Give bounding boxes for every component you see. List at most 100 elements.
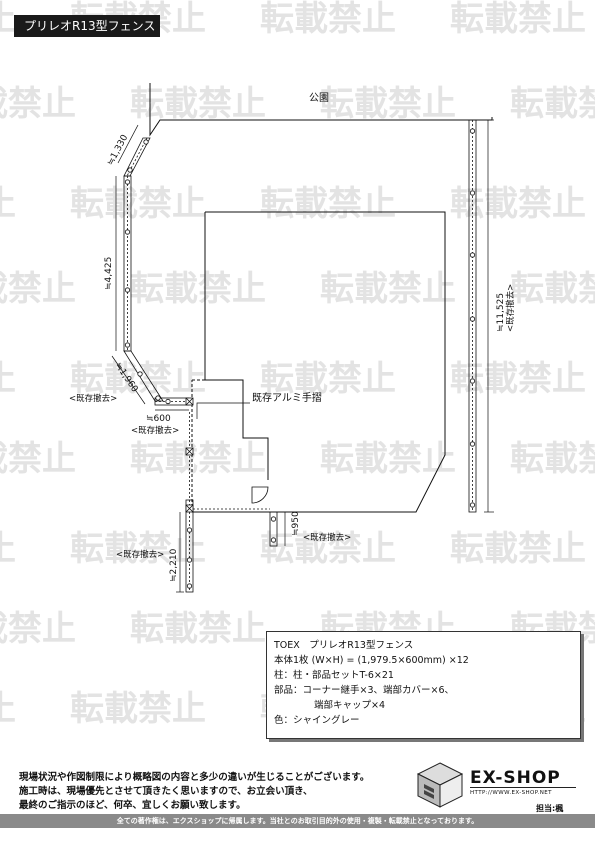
logo-url: HTTP://WWW.EX-SHOP.NET <box>470 790 552 796</box>
watermark-text: 転載禁止 <box>450 0 586 39</box>
existing-post-x <box>185 447 194 456</box>
dim-950-label: ≒950 <box>291 511 301 536</box>
site-notes: 現場状況や作図制限により概略図の内容と多少の違いが生じることがございます。 施工… <box>19 771 369 813</box>
post-marker <box>469 502 476 508</box>
watermark-text: 転載禁止 <box>260 0 396 39</box>
post-marker <box>127 167 133 173</box>
post-marker <box>270 516 277 522</box>
removal-label: <既存撤去> <box>116 549 164 560</box>
post-marker <box>186 527 193 533</box>
watermark-text: 転載禁止 <box>0 359 16 399</box>
post-marker <box>186 583 193 589</box>
park-label: 公園 <box>309 92 329 104</box>
fence-run-950 <box>269 511 278 547</box>
watermark-text: 転載禁止 <box>0 269 76 309</box>
post-marker <box>124 179 131 185</box>
post-marker <box>124 229 131 235</box>
lot-outline <box>149 83 493 513</box>
dimension-lines <box>111 119 494 593</box>
post-marker <box>143 139 149 145</box>
fence-run-1330-center <box>126 137 148 177</box>
watermark-text: 転載禁止 <box>450 184 586 224</box>
post-marker <box>469 441 476 447</box>
spec-posts: 柱：柱・部品セットT-6×21 <box>274 670 394 681</box>
plan-labels: 公園 既存アルミ手摺 ≒1,330 ≒4,425 ≒1,960 ≒600 ≒11… <box>69 92 516 582</box>
house-outline <box>192 211 446 513</box>
watermark-text: 転載禁止 <box>510 439 595 479</box>
handrail-leader <box>196 402 250 419</box>
post-marker <box>469 252 476 258</box>
spec-color: 色：シャイングレー <box>274 715 360 726</box>
spec-product: TOEX プリレオR13型フェンス <box>274 640 414 651</box>
watermark-text: 転載禁止 <box>0 439 76 479</box>
staff-label: 担当:楓 <box>536 804 564 813</box>
ex-shop-logo: EX-SHOP HTTP://WWW.EX-SHOP.NET 担当:楓 <box>414 760 579 813</box>
watermark-text: 転載禁止 <box>320 84 456 124</box>
watermark-text: 転載禁止 <box>70 529 206 569</box>
post-marker <box>165 398 171 405</box>
post-marker <box>270 537 277 543</box>
watermark-text: 転載禁止 <box>320 269 456 309</box>
post-marker <box>124 287 131 293</box>
watermark-text: 転載禁止 <box>0 609 76 649</box>
spec-parts-cont: 端部キャップ×4 <box>314 700 386 711</box>
post-marker <box>124 342 131 348</box>
watermark-text: 転載禁止 <box>0 84 76 124</box>
removal-label: <既存撤去> <box>69 393 117 404</box>
dim-2210-label: ≒2,210 <box>169 548 179 582</box>
dim-11525-label: ≒11,525 <box>496 293 506 332</box>
removal-label: <既存撤去> <box>505 284 516 332</box>
post-marker <box>155 395 161 401</box>
watermark-text: 転載禁止 <box>70 689 206 729</box>
cube-logo-icon <box>416 762 464 808</box>
watermark-text: 転載禁止 <box>0 0 16 39</box>
drawing-title: プリレオR13型フェンス <box>14 15 160 37</box>
spec-parts: 部品：コーナー継手×3、端部カバー×6、 <box>274 685 455 696</box>
note-line: 施工時は、現場優先とさせて頂きたく思いますので、お立会い頂き、 <box>19 786 313 797</box>
existing-handrail-label: 既存アルミ手摺 <box>252 391 322 404</box>
watermark-text: 転載禁止 <box>130 269 266 309</box>
post-marker <box>137 371 143 377</box>
watermark-text: 転載禁止 <box>70 359 206 399</box>
watermark-text: 転載禁止 <box>70 184 206 224</box>
watermark-text: 転載禁止 <box>260 529 396 569</box>
watermark-layer: 転載禁止転載禁止転載禁止転載禁止転載禁止転載禁止転載禁止転載禁止転載禁止転載禁止… <box>0 0 595 729</box>
existing-posts <box>185 397 194 513</box>
dim-4425-label: ≒4,425 <box>104 257 114 290</box>
watermark-text: 転載禁止 <box>450 359 586 399</box>
house-step-outline <box>204 212 269 480</box>
fence-posts <box>124 128 476 589</box>
spec-panels: 本体1枚 (W×H) = (1,979.5×600mm) ×12 <box>274 655 469 666</box>
copyright-footer: 全ての著作権は、エクスショップに帰属します。当社とのお取引目的外の使用・複製・転… <box>0 814 595 828</box>
removal-label: <既存撤去> <box>303 532 351 543</box>
watermark-text: 転載禁止 <box>130 439 266 479</box>
watermark-text: 転載禁止 <box>510 269 595 309</box>
removal-label: <既存撤去> <box>131 425 179 436</box>
logo-rule <box>470 787 576 788</box>
watermark-text: 転載禁止 <box>0 184 16 224</box>
existing-post-x <box>185 504 194 513</box>
note-line: 現場状況や作図制限により概略図の内容と多少の違いが生じることがございます。 <box>19 772 370 783</box>
watermark-text: 転載禁止 <box>320 439 456 479</box>
post-marker <box>469 128 476 134</box>
note-line: 最終のご指示のほど、何卒、宜しくお願い致します。 <box>19 800 246 811</box>
fence-run-1960 <box>123 350 164 402</box>
dim-600-label: ≒600 <box>146 414 171 424</box>
existing-post-x <box>185 397 194 406</box>
logo-name: EX-SHOP <box>470 768 561 788</box>
watermark-text: 転載禁止 <box>260 184 396 224</box>
park-boundary-line <box>149 83 493 137</box>
post-marker <box>469 316 476 322</box>
watermark-text: 転載禁止 <box>0 689 16 729</box>
watermark-text: 転載禁止 <box>510 84 595 124</box>
watermark-text: 転載禁止 <box>130 84 266 124</box>
watermark-text: 転載禁止 <box>260 359 396 399</box>
post-marker <box>469 378 476 384</box>
spec-box: TOEX プリレオR13型フェンス 本体1枚 (W×H) = (1,979.5×… <box>266 631 581 739</box>
watermark-text: 転載禁止 <box>0 529 16 569</box>
watermark-text: 転載禁止 <box>450 529 586 569</box>
watermark-text: 転載禁止 <box>130 609 266 649</box>
post-marker <box>186 557 193 563</box>
door-swing <box>251 486 269 504</box>
